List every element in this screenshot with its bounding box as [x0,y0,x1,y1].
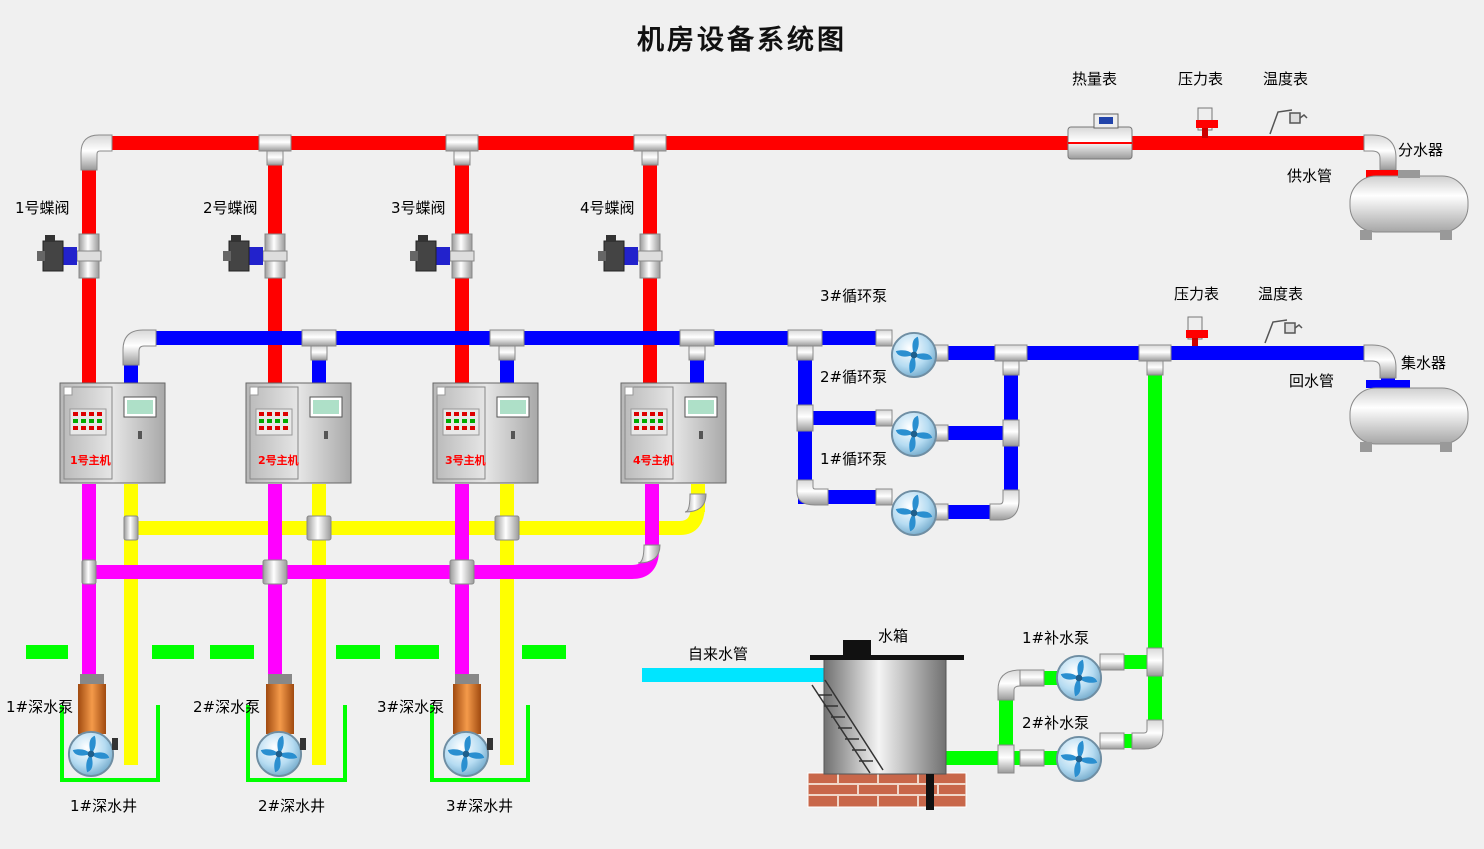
host-label-3: 3号主机 [445,454,486,467]
temp-gauge-mid [1264,319,1303,344]
return-pipe-label: 回水管 [1289,372,1335,390]
temp-gauge-top [1269,109,1308,135]
valve-label-2: 2号蝶阀 [203,199,258,217]
distributor-label: 分水器 [1398,141,1444,159]
collector-label: 集水器 [1401,354,1447,372]
water-tank [807,640,967,810]
distributor-vessel [1349,170,1469,240]
pressure-gauge-mid [1186,316,1208,346]
circ-pump-label-2: 2#循环泵 [820,368,888,386]
tap-water-label: 自来水管 [688,645,749,663]
well-caps [26,645,566,659]
butterfly-valves [37,233,663,279]
supply-pipe-label: 供水管 [1287,167,1333,185]
host-cabinets [59,382,727,484]
heat-meter-label: 热量表 [1072,70,1118,88]
well-magenta-pipes [82,484,659,690]
host-label-4: 4号主机 [633,454,674,467]
well-label-2: 2#深水井 [258,797,326,815]
heat-meter-device [1067,113,1133,160]
makeup-pump-label-1: 1#补水泵 [1022,629,1090,647]
temp-gauge-mid-label: 温度表 [1258,285,1304,303]
deep-pump-label-3: 3#深水泵 [377,698,445,716]
valve-label-4: 4号蝶阀 [580,199,635,217]
deep-well-pumps [67,674,493,778]
makeup-pipes [945,360,1162,765]
host-label-1: 1号主机 [70,454,111,467]
temp-gauge-top-label: 温度表 [1263,70,1309,88]
circ-pump-label-1: 1#循环泵 [820,450,888,468]
host-label-2: 2号主机 [258,454,299,467]
deep-pump-label-1: 1#深水泵 [6,698,74,716]
well-label-1: 1#深水井 [70,797,138,815]
well-label-3: 3#深水井 [446,797,514,815]
wells [60,705,530,782]
valve-label-3: 3号蝶阀 [391,199,446,217]
tank-label: 水箱 [878,627,909,645]
pressure-gauge-mid-label: 压力表 [1174,285,1220,303]
heat-source-joints [81,493,707,585]
page-title: 机房设备系统图 [637,25,847,56]
pressure-gauge-top-label: 压力表 [1178,70,1224,88]
deep-pump-label-2: 2#深水泵 [193,698,261,716]
makeup-pump-label-2: 2#补水泵 [1022,714,1090,732]
well-yellow-pipes [124,484,705,765]
pressure-gauge-top [1196,107,1218,138]
collector-vessel [1349,380,1469,452]
pipe-fittings [80,134,1397,774]
circulation-pumps [890,331,938,537]
valve-label-1: 1号蝶阀 [15,199,70,217]
circ-pump-label-3: 3#循环泵 [820,287,888,305]
